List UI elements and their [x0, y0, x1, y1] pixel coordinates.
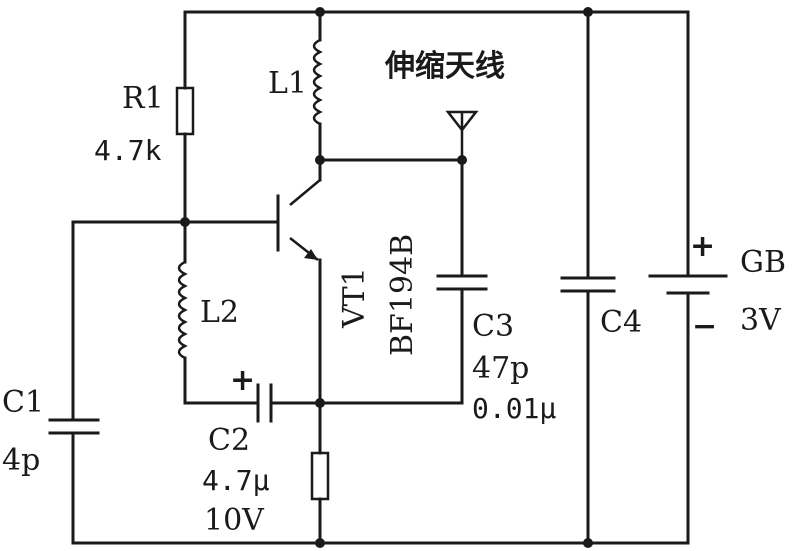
vt1-part: BF194B: [385, 234, 420, 356]
gb-ref: GB: [740, 245, 786, 280]
junction-antenna: [457, 155, 467, 165]
r1-ref: R1: [122, 81, 164, 116]
l2-inductor: [177, 260, 188, 360]
l1-ref: L1: [268, 66, 307, 101]
antenna-label: 伸缩天线: [384, 49, 505, 84]
gb-value: 3V: [740, 303, 782, 338]
c2-value: 4.7μ: [202, 464, 270, 497]
vt1-ref: VT1: [337, 267, 372, 329]
c4-value: 0.01μ: [472, 392, 556, 425]
c2-polarity-plus: +: [230, 363, 255, 398]
c1-ref: C1: [2, 385, 44, 420]
l1-inductor: [312, 38, 323, 126]
c4-ref: C4: [600, 305, 642, 340]
junction-emitter: [315, 398, 325, 408]
c3-ref: C3: [472, 309, 514, 344]
c1-value: 4p: [2, 443, 40, 478]
junction-collector: [315, 155, 325, 165]
antenna-icon: [445, 110, 479, 133]
junction-bottom-c4: [583, 538, 593, 548]
r1-value: 4.7k: [94, 134, 162, 167]
junction-bottom-r2: [315, 538, 325, 548]
junction-top-c4: [583, 7, 593, 17]
l2-ref: L2: [200, 295, 239, 330]
emitter-arrow: [304, 249, 318, 260]
c3-value: 47p: [472, 351, 529, 386]
r2-resistor: [310, 451, 330, 501]
gb-minus-sign: −: [692, 309, 717, 344]
r1-resistor: [175, 86, 195, 136]
junction-top-l1: [315, 7, 325, 17]
c2-voltage: 10V: [204, 503, 265, 538]
c2-ref: C2: [208, 423, 250, 458]
junction-base: [180, 217, 190, 227]
collector-diag: [289, 179, 321, 206]
gb-plus-sign: +: [690, 229, 715, 264]
